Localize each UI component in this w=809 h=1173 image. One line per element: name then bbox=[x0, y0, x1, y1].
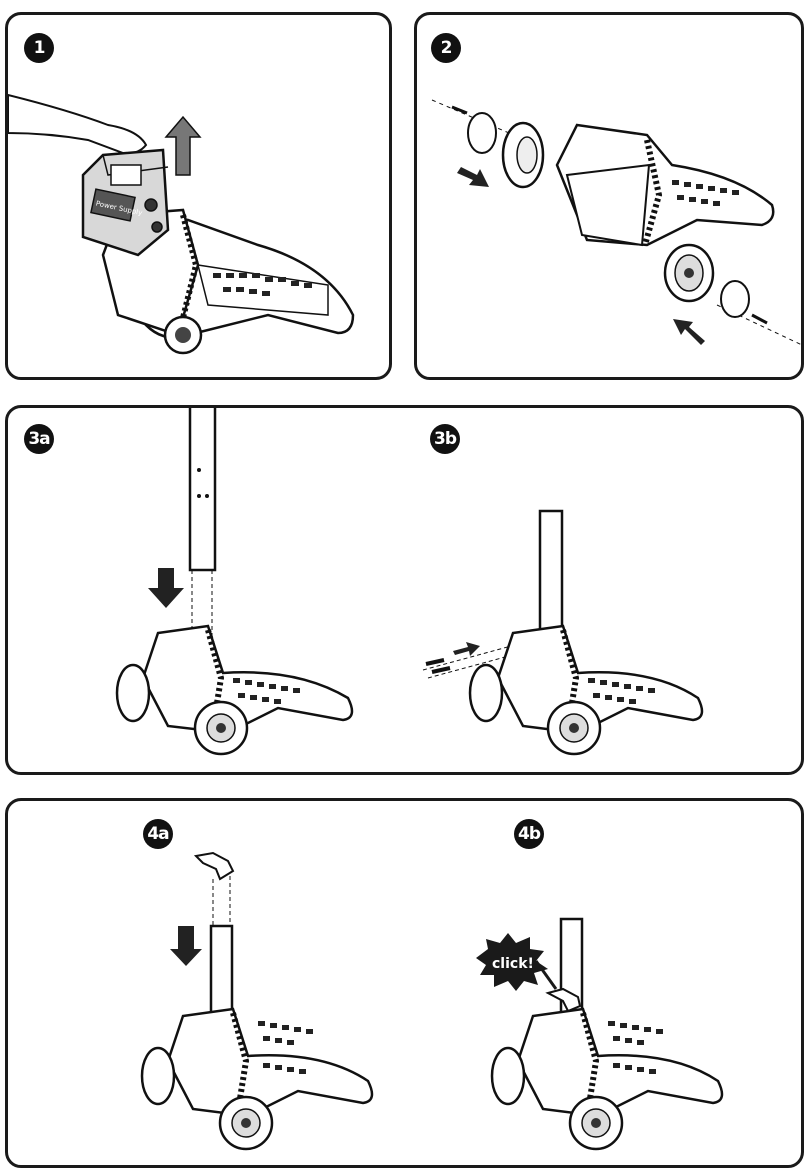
step-4a-badge: 4a bbox=[143, 819, 173, 849]
step-4-panel: 4a 4b bbox=[5, 798, 804, 1168]
step-2-panel: 2 bbox=[414, 12, 804, 380]
step-4b-badge: 4b bbox=[514, 819, 544, 849]
step-1-badge: 1 bbox=[24, 33, 54, 63]
attach-hook-illustration: click! bbox=[140, 851, 724, 1151]
step-1-panel: 1 Power Supply bbox=[5, 12, 392, 380]
insert-handle-illustration bbox=[115, 408, 704, 756]
step-3a-badge: 3a bbox=[24, 424, 54, 454]
step-3b-badge: 3b bbox=[430, 424, 460, 454]
click-burst-icon: click! bbox=[476, 933, 558, 991]
click-callout-text: click! bbox=[492, 956, 534, 972]
step-2-badge: 2 bbox=[431, 33, 461, 63]
attach-wheels-illustration bbox=[431, 99, 803, 346]
remove-power-supply-illustration: Power Supply bbox=[8, 93, 355, 355]
step-3-panel: 3a 3b bbox=[5, 405, 804, 775]
